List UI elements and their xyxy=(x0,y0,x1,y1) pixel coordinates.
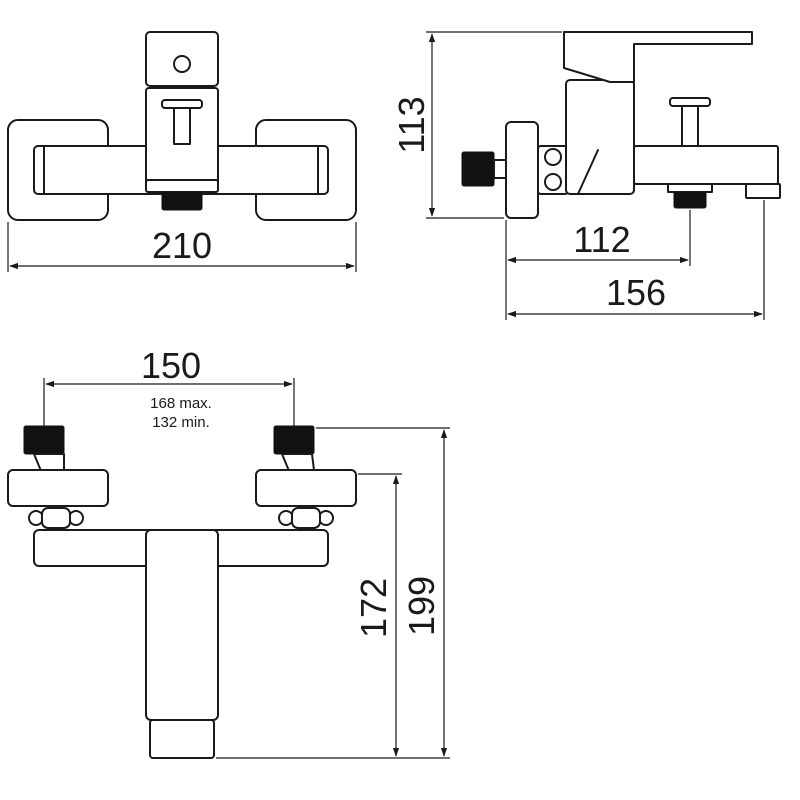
spout-collar xyxy=(145,179,219,193)
side-lever-handle xyxy=(563,31,753,83)
side-wall-flange xyxy=(505,121,539,219)
top-view: 150 168 max. 132 min. 172 199 xyxy=(7,345,450,759)
dim-side-height: 113 xyxy=(391,96,432,153)
side-diverter-knob xyxy=(669,97,711,107)
diverter-stem xyxy=(173,107,191,145)
side-outlet-collar xyxy=(667,183,713,193)
dim-top-body-depth: 172 xyxy=(353,578,394,638)
dim-side-spout-offset: 112 xyxy=(573,219,630,260)
dim-top-total-depth: 199 xyxy=(401,576,442,636)
handle-indicator xyxy=(173,55,191,73)
top-spout xyxy=(145,529,219,721)
top-left-flange xyxy=(7,469,109,507)
diverter-knob xyxy=(161,99,203,109)
side-inlet-thread xyxy=(461,151,495,187)
dim-side-depth: 156 xyxy=(606,272,666,313)
top-left-inlet-thread xyxy=(23,425,65,455)
side-view: 113 112 156 xyxy=(391,31,781,320)
top-right-flange xyxy=(255,469,357,507)
side-mixer-body xyxy=(565,79,635,195)
outlet-thread xyxy=(161,191,203,211)
side-spout xyxy=(633,145,779,185)
lever-handle xyxy=(145,31,219,87)
dim-inlet-spacing-max: 168 max. xyxy=(150,395,212,412)
side-spout-aerator xyxy=(745,183,781,199)
top-spout-tip xyxy=(149,719,215,759)
dim-inlet-spacing-min: 132 min. xyxy=(152,414,210,431)
top-right-inlet-thread xyxy=(273,425,315,455)
side-body-edge xyxy=(577,149,599,195)
front-view: 210 xyxy=(7,31,357,272)
side-outlet-thread xyxy=(673,191,707,209)
top-left-nut xyxy=(28,507,84,529)
top-right-nut xyxy=(278,507,334,529)
dim-inlet-spacing: 150 xyxy=(141,345,201,386)
side-diverter-stem xyxy=(681,105,699,147)
dim-front-width: 210 xyxy=(152,225,212,266)
side-connector xyxy=(537,145,569,195)
